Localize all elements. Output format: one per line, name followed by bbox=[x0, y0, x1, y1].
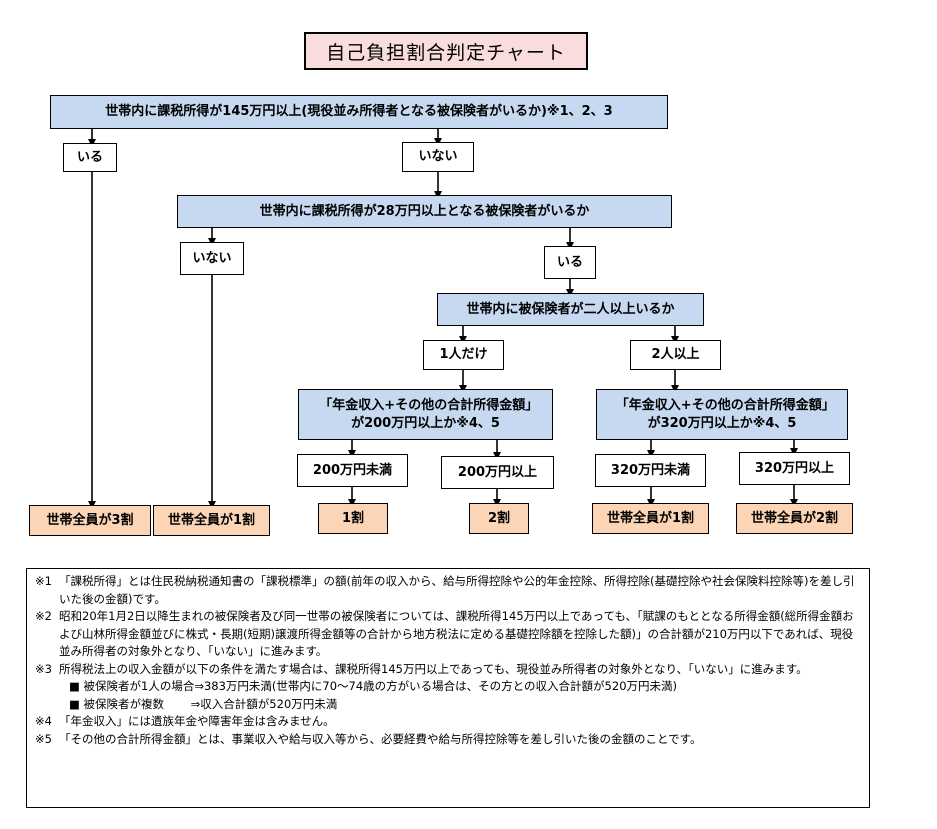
footnote-2: ※2 昭和20年1月2日以降生まれの被保険者及び同一世帯の被保険者については、課… bbox=[35, 608, 861, 661]
footnote-3: ※3 所得税法上の収入金額が以下の条件を満たす場合は、課税所得145万円以上であ… bbox=[35, 661, 861, 679]
result-all-1wari-b: 世帯全員が1割 bbox=[592, 503, 709, 534]
footnote-2-text: 昭和20年1月2日以降生まれの被保険者及び同一世帯の被保険者については、課税所得… bbox=[59, 609, 854, 658]
footnote-5-mark: ※5 bbox=[35, 731, 52, 746]
footnotes-box: ※1 「課税所得」とは住民税納税通知書の「課税標準」の額(前年の収入から、給与所… bbox=[26, 568, 870, 808]
question-pension-income-320: 「年金収入+その他の合計所得金額」が320万円以上か※4、5 bbox=[596, 389, 848, 440]
footnote-1-mark: ※1 bbox=[35, 574, 52, 588]
answer-q3-one: 1人だけ bbox=[423, 340, 504, 370]
footnote-5-text: 「その他の合計所得金額」とは、事業収入や給与収入等から、必要経費や給与所得控除等… bbox=[59, 731, 702, 746]
question-pension-income-200: 「年金収入+その他の合計所得金額」が200万円以上か※4、5 bbox=[298, 389, 553, 440]
result-all-2wari: 世帯全員が2割 bbox=[736, 503, 853, 534]
answer-over-200: 200万円以上 bbox=[441, 456, 554, 489]
result-all-3wari: 世帯全員が3割 bbox=[29, 505, 151, 536]
footnote-1-text: 「課税所得」とは住民税納税通知書の「課税標準」の額(前年の収入から、給与所得控除… bbox=[59, 574, 855, 606]
result-1wari: 1割 bbox=[318, 503, 388, 534]
footnote-4-mark: ※4 bbox=[35, 714, 52, 728]
result-all-1wari-a: 世帯全員が1割 bbox=[153, 505, 270, 536]
question-taxable-income-28: 世帯内に課税所得が28万円以上となる被保険者がいるか bbox=[177, 195, 672, 228]
footnote-4-text: 「年金収入」には遺族年金や障害年金は含みません。 bbox=[59, 714, 335, 728]
answer-q2-no: いない bbox=[180, 242, 244, 275]
footnote-4: ※4 「年金収入」には遺族年金や障害年金は含みません。 bbox=[35, 713, 861, 731]
footnote-3-single: ■ 被保険者が1人の場合⇒383万円未満(世帯内に70～74歳の方がいる場合は、… bbox=[69, 679, 677, 693]
answer-q2-yes: いる bbox=[544, 246, 596, 279]
footnote-1: ※1 「課税所得」とは住民税納税通知書の「課税標準」の額(前年の収入から、給与所… bbox=[35, 573, 861, 608]
chart-title: 自己負担割合判定チャート bbox=[304, 32, 588, 70]
footnote-5: ※5 「その他の合計所得金額」とは、事業収入や給与収入等から、必要経費や給与所得… bbox=[35, 731, 861, 749]
answer-q3-two: 2人以上 bbox=[630, 340, 721, 370]
footnote-3-mark: ※3 bbox=[35, 661, 52, 676]
question-taxable-income-145: 世帯内に課税所得が145万円以上(現役並み所得者となる被保険者がいるか)※1、2… bbox=[50, 95, 668, 129]
answer-q1-no: いない bbox=[402, 142, 474, 172]
question-two-or-more-insured: 世帯内に被保険者が二人以上いるか bbox=[437, 293, 704, 326]
answer-q1-yes: いる bbox=[63, 143, 117, 172]
footnote-3-text: 所得税法上の収入金額が以下の条件を満たす場合は、課税所得145万円以上であっても… bbox=[59, 661, 808, 676]
result-2wari: 2割 bbox=[469, 503, 529, 534]
footnote-3-multiple: ■ 被保険者が複数 ⇒収入合計額が520万円未満 bbox=[69, 696, 338, 711]
answer-under-320: 320万円未満 bbox=[595, 454, 706, 487]
answer-under-200: 200万円未満 bbox=[297, 454, 408, 487]
answer-over-320: 320万円以上 bbox=[739, 452, 850, 485]
footnote-2-mark: ※2 bbox=[35, 609, 52, 623]
